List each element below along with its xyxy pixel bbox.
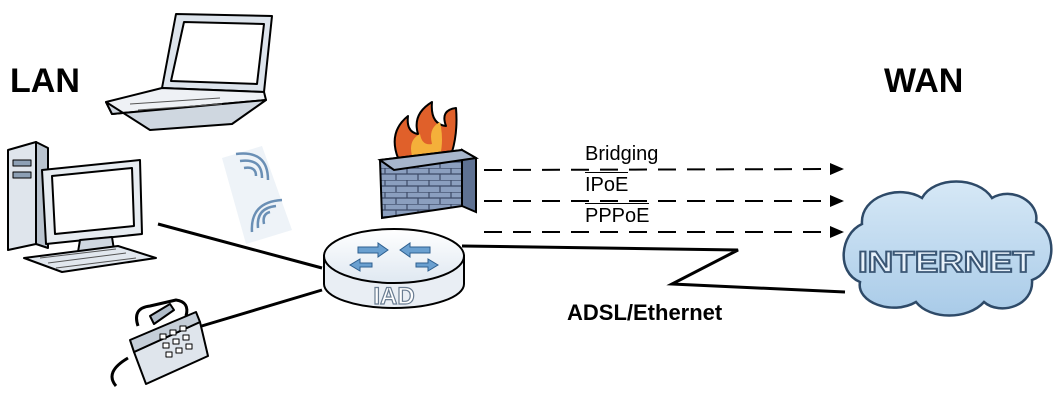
desktop-computer-icon <box>7 141 157 273</box>
link-label-ipoe: IPoE <box>585 172 629 196</box>
lan-link-phone <box>194 288 323 330</box>
firewall-icon <box>377 101 480 220</box>
telephone-icon <box>110 298 209 387</box>
link-label-bridging: Bridging <box>585 143 659 165</box>
connection-label: ADSL/Ethernet <box>567 300 723 325</box>
cloud-label: INTERNET <box>858 246 1034 279</box>
router-icon <box>323 228 465 309</box>
lan-label: LAN <box>10 62 80 100</box>
adsl-ethernet-line <box>461 244 846 294</box>
link-arrow-bridging <box>483 163 844 176</box>
wireless-signal-icon <box>222 146 292 244</box>
lan-link-desktop <box>157 222 323 270</box>
cloud-icon <box>842 180 1053 317</box>
device-label: IAD <box>373 283 414 310</box>
link-label-pppoe: PPPoE <box>585 203 650 227</box>
laptop-icon <box>105 13 273 131</box>
wan-label: WAN <box>884 62 964 100</box>
